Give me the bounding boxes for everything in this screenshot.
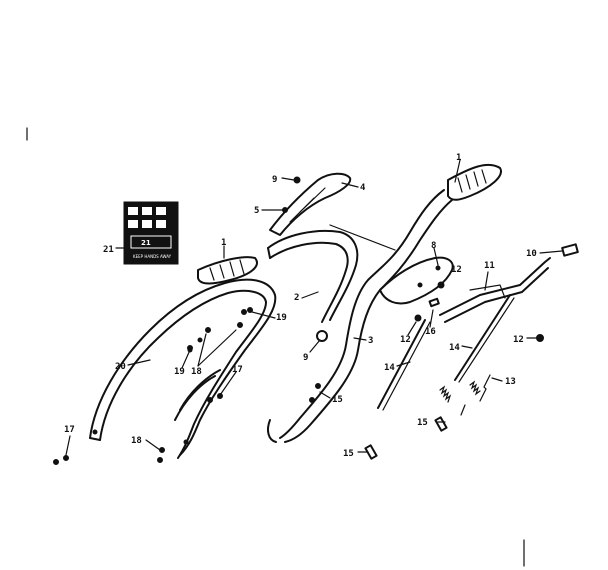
callout-2: 2: [294, 293, 299, 303]
leader-lines: [65, 159, 563, 456]
callout-19: 19: [276, 313, 287, 323]
callout-4: 4: [360, 183, 366, 193]
warning-decal: 21 KEEP HANDS AWAY: [123, 201, 179, 265]
callout-18: 18: [131, 436, 142, 446]
bail-handle-part: [267, 224, 396, 323]
callout-11: 11: [484, 261, 495, 271]
spring-part: [439, 374, 491, 416]
knob-part: [561, 243, 579, 257]
callout-13: 13: [505, 377, 516, 387]
callout-1: 1: [221, 238, 226, 248]
callout-21: 21: [103, 245, 114, 255]
callout-12: 12: [451, 265, 462, 275]
control-plate-part: [379, 256, 454, 305]
callout-20: 20: [115, 362, 126, 372]
callout-17: 17: [64, 425, 75, 435]
callout-10: 10: [526, 249, 537, 259]
lever-part: [439, 257, 551, 323]
callout-3: 3: [368, 336, 373, 346]
callout-5: 5: [254, 206, 259, 216]
callout-15: 15: [417, 418, 428, 428]
callout-18: 18: [191, 367, 202, 377]
callout-14: 14: [449, 343, 460, 353]
lower-handle-part: [89, 278, 277, 459]
grip-part: [197, 256, 258, 285]
callout-12: 12: [513, 335, 524, 345]
callout-17: 17: [232, 365, 243, 375]
callout-9: 9: [303, 353, 308, 363]
decal-model-text: 21: [141, 239, 151, 247]
callout-15: 15: [332, 395, 343, 405]
decal-caption-text: KEEP HANDS AWAY: [133, 254, 172, 259]
callout-16: 16: [425, 327, 436, 337]
callout-14: 14: [384, 363, 395, 373]
callout-1: 1: [456, 153, 461, 163]
callout-labels: 1 9 4 5 21 1 8 12 10 11 2 19 9 3 12 16 1…: [64, 153, 537, 459]
callout-19: 19: [174, 367, 185, 377]
callout-12: 12: [400, 335, 411, 345]
upper-handle-part: [267, 163, 502, 443]
callout-15: 15: [343, 449, 354, 459]
callout-9: 9: [272, 175, 277, 185]
bracket-part: [269, 172, 352, 236]
callout-8: 8: [431, 241, 436, 251]
